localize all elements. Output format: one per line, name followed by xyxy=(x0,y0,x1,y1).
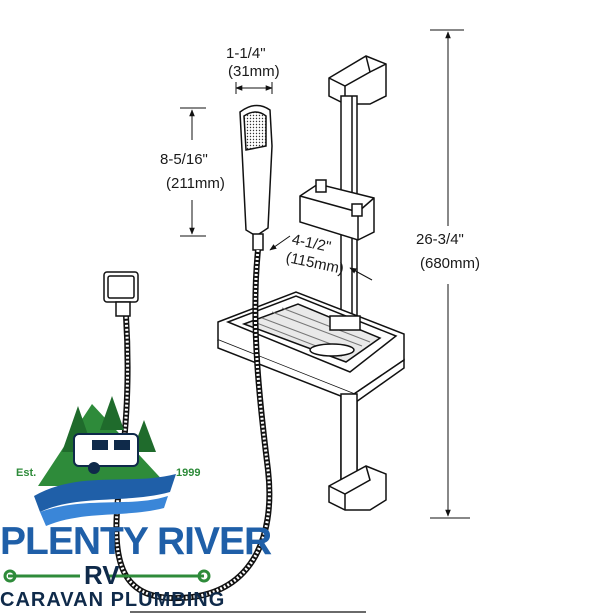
dim-rail-height-metric: (680mm) xyxy=(420,255,481,272)
dim-head-length-imperial: 8-5/16" xyxy=(160,151,208,168)
dim-head-width-metric: (31mm) xyxy=(228,63,280,80)
dim-rail-height xyxy=(430,29,470,519)
dim-head-width-imperial: 1-1/4" xyxy=(226,45,266,62)
logo-year: 1999 xyxy=(176,467,201,479)
top-wall-bracket xyxy=(328,55,387,105)
dim-head-length-metric: (211mm) xyxy=(166,175,225,192)
dim-head-width xyxy=(235,82,273,94)
logo-established: Est. xyxy=(16,467,37,479)
wall-outlet xyxy=(103,271,139,317)
dim-head-length xyxy=(180,107,206,237)
hand-shower xyxy=(239,104,273,251)
handset-holder xyxy=(299,179,375,241)
plenty-river-logo-art xyxy=(3,396,211,583)
dim-rail-height-imperial: 26-3/4" xyxy=(416,231,464,248)
logo-tagline: CARAVAN PLUMBING xyxy=(0,589,226,611)
soap-tray xyxy=(217,291,405,403)
dim-arm-depth xyxy=(269,235,373,281)
logo-rv: RV xyxy=(84,560,120,590)
logo-brand-name: PLENTY RIVER xyxy=(0,520,272,563)
bottom-wall-bracket xyxy=(328,465,387,511)
